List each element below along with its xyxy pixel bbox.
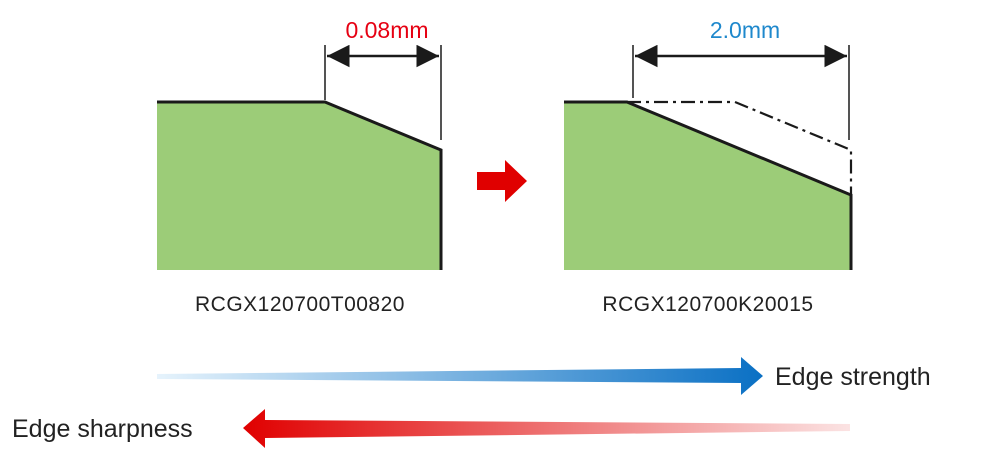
edge-sharpness-arrow-icon (243, 409, 850, 448)
right-insert: 2.0mm RCGX120700K20015 (564, 17, 853, 316)
right-model-label: RCGX120700K20015 (602, 293, 813, 316)
left-insert-outline (157, 100, 443, 270)
left-model-label: RCGX120700T00820 (195, 293, 405, 316)
right-dimension-label: 2.0mm (710, 17, 780, 43)
original-edge-profile (627, 100, 853, 195)
edge-sharpness-label: Edge sharpness (12, 415, 193, 443)
edge-strength-arrow-icon (157, 357, 763, 395)
edge-strength-scale: Edge strength (157, 357, 931, 395)
edge-sharpness-scale: Edge sharpness (12, 409, 850, 448)
right-insert-outline (564, 100, 853, 270)
left-insert-body (157, 102, 441, 270)
edge-strength-label: Edge strength (775, 363, 931, 391)
transition-arrow-icon (477, 160, 527, 202)
right-insert-body (564, 102, 851, 270)
left-insert: 0.08mm RCGX120700T00820 (157, 17, 443, 316)
left-dimension-label: 0.08mm (345, 17, 428, 43)
